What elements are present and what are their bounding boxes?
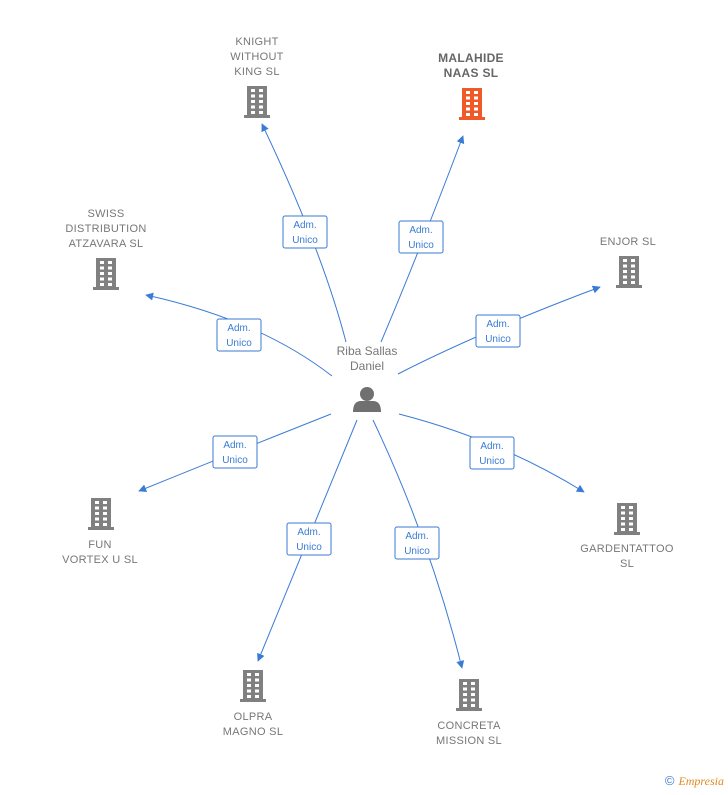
edge-label-frame bbox=[216, 318, 262, 352]
building-icon bbox=[88, 498, 114, 530]
person-icon bbox=[353, 387, 381, 412]
edge-label-text: Adm. bbox=[405, 531, 428, 542]
company-name: KING SL bbox=[234, 66, 280, 78]
copyright-icon: © bbox=[664, 773, 675, 788]
building-icon bbox=[456, 679, 482, 711]
edge-label-box[interactable]: Adm. Unico bbox=[398, 220, 444, 254]
company-name: SL bbox=[620, 558, 634, 570]
edge-label-text: Unico bbox=[479, 456, 505, 467]
edge-label-text: Unico bbox=[296, 542, 322, 553]
company-node-knight-without-king[interactable]: KNIGHT WITHOUT KING SL bbox=[230, 36, 283, 118]
company-name: CONCRETA bbox=[437, 720, 501, 732]
edge-concreta-mission: Adm. Unico bbox=[372, 419, 465, 669]
building-icon bbox=[459, 88, 485, 120]
company-name: VORTEX U SL bbox=[62, 554, 138, 566]
company-name: SWISS bbox=[88, 208, 125, 220]
company-name: KNIGHT bbox=[235, 36, 278, 48]
building-icon bbox=[614, 503, 640, 535]
edge-label-text: Adm. bbox=[486, 319, 509, 330]
edge-label-box[interactable]: Adm. Unico bbox=[282, 215, 328, 249]
brand-logo: Empresia bbox=[678, 774, 724, 788]
footer-brand[interactable]: ©Empresia bbox=[665, 773, 724, 789]
company-node-enjor[interactable]: ENJOR SL bbox=[600, 236, 656, 288]
company-node-gardentattoo[interactable]: GARDENTATTOO SL bbox=[580, 503, 674, 570]
edge-malahide-naas: Adm. Unico bbox=[380, 135, 465, 343]
edge-olpra-magno: Adm. Unico bbox=[257, 419, 358, 662]
company-name: DISTRIBUTION bbox=[65, 223, 146, 235]
edge-label-text: Unico bbox=[222, 455, 248, 466]
edge-label-frame bbox=[282, 215, 328, 249]
company-name: MAGNO SL bbox=[223, 726, 283, 738]
company-node-olpra-magno[interactable]: OLPRA MAGNO SL bbox=[223, 670, 283, 738]
building-icon bbox=[93, 258, 119, 290]
edge-swiss-distribution-atzavara: Adm. Unico bbox=[145, 292, 333, 377]
edge-label-text: Adm. bbox=[293, 220, 316, 231]
company-name: NAAS SL bbox=[444, 66, 499, 80]
edge-label-frame bbox=[469, 436, 515, 470]
edge-label-text: Unico bbox=[485, 334, 511, 345]
person-name: Daniel bbox=[350, 359, 384, 373]
edge-label-box[interactable]: Adm. Unico bbox=[469, 436, 515, 470]
edge-label-frame bbox=[475, 314, 521, 348]
edge-label-box[interactable]: Adm. Unico bbox=[475, 314, 521, 348]
edge-label-box[interactable]: Adm. Unico bbox=[286, 522, 332, 556]
edge-label-text: Adm. bbox=[409, 225, 432, 236]
edge-label-text: Adm. bbox=[223, 440, 246, 451]
company-node-concreta-mission[interactable]: CONCRETA MISSION SL bbox=[436, 679, 502, 747]
edge-label-box[interactable]: Adm. Unico bbox=[212, 435, 258, 469]
edge-label-frame bbox=[394, 526, 440, 560]
edge-label-text: Unico bbox=[292, 235, 318, 246]
company-node-swiss-distribution-atzavara[interactable]: SWISS DISTRIBUTION ATZAVARA SL bbox=[65, 208, 146, 290]
company-name: GARDENTATTOO bbox=[580, 543, 674, 555]
edge-label-frame bbox=[398, 220, 444, 254]
edges: Adm.UnicoAdm.UnicoAdm.UnicoAdm.UnicoAdm.… bbox=[138, 123, 601, 669]
company-name: MISSION SL bbox=[436, 735, 502, 747]
edge-label-text: Unico bbox=[404, 546, 430, 557]
company-name: WITHOUT bbox=[230, 51, 283, 63]
edge-label-text: Adm. bbox=[480, 441, 503, 452]
company-node-fun-vortex-u[interactable]: FUN VORTEX U SL bbox=[62, 498, 138, 566]
building-icon bbox=[244, 86, 270, 118]
company-name: ENJOR SL bbox=[600, 236, 656, 248]
edge-label-text: Unico bbox=[408, 240, 434, 251]
building-icon bbox=[240, 670, 266, 702]
company-name: OLPRA bbox=[234, 711, 273, 723]
edge-fun-vortex-u: Adm. Unico bbox=[138, 413, 332, 492]
building-icon bbox=[616, 256, 642, 288]
edge-enjor: Adm. Unico bbox=[397, 285, 601, 375]
edge-label-text: Unico bbox=[226, 338, 252, 349]
company-name: MALAHIDE bbox=[438, 51, 504, 65]
edge-knight-without-king: Adm. Unico bbox=[261, 123, 347, 343]
edge-label-box[interactable]: Adm. Unico bbox=[394, 526, 440, 560]
edge-label-text: Adm. bbox=[227, 323, 250, 334]
edge-label-frame bbox=[212, 435, 258, 469]
company-name: FUN bbox=[88, 539, 112, 551]
edge-label-frame bbox=[286, 522, 332, 556]
edge-label-box[interactable]: Adm. Unico bbox=[216, 318, 262, 352]
company-name: ATZAVARA SL bbox=[69, 238, 144, 250]
edge-label-text: Adm. bbox=[297, 527, 320, 538]
person-name: Riba Sallas bbox=[337, 344, 398, 358]
edge-gardentattoo: Adm. Unico bbox=[398, 413, 585, 493]
